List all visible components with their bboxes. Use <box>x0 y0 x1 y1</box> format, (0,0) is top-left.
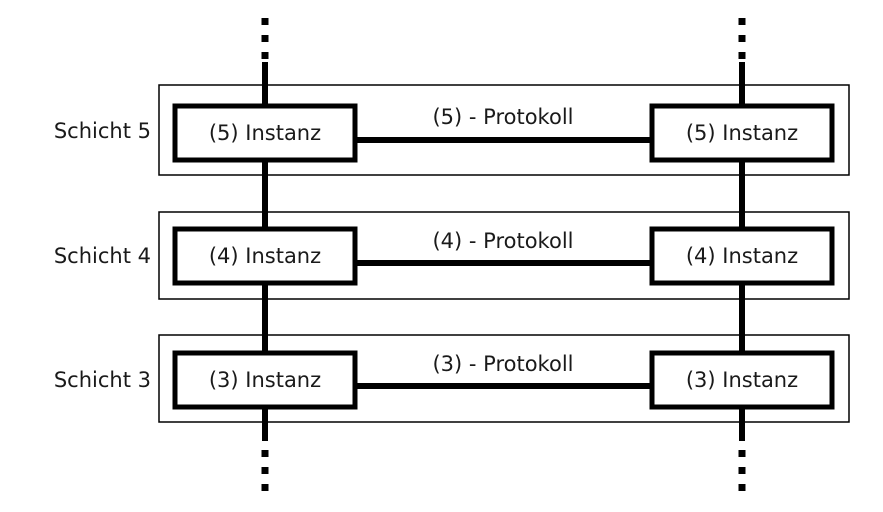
instance-label-right-3: (3) Instanz <box>686 368 798 392</box>
instance-box-right-5 <box>649 103 835 163</box>
instance-label-left-3: (3) Instanz <box>209 368 321 392</box>
protocol-label-3: (3) - Protokoll <box>432 352 573 376</box>
instance-box-right-4 <box>649 226 835 286</box>
row-label-5: Schicht 5 <box>54 119 151 143</box>
instance-box-left-5 <box>172 103 358 163</box>
instance-label-right-4: (4) Instanz <box>686 244 798 268</box>
protocol-label-5: (5) - Protokoll <box>432 105 573 129</box>
instance-label-left-5: (5) Instanz <box>209 121 321 145</box>
instance-label-right-5: (5) Instanz <box>686 121 798 145</box>
instance-box-left-4 <box>172 226 358 286</box>
instance-label-left-4: (4) Instanz <box>209 244 321 268</box>
instance-box-left-3 <box>172 350 358 410</box>
row-label-4: Schicht 4 <box>54 244 151 268</box>
row-label-3: Schicht 3 <box>54 368 151 392</box>
protocol-label-4: (4) - Protokoll <box>432 229 573 253</box>
instance-box-right-3 <box>649 350 835 410</box>
